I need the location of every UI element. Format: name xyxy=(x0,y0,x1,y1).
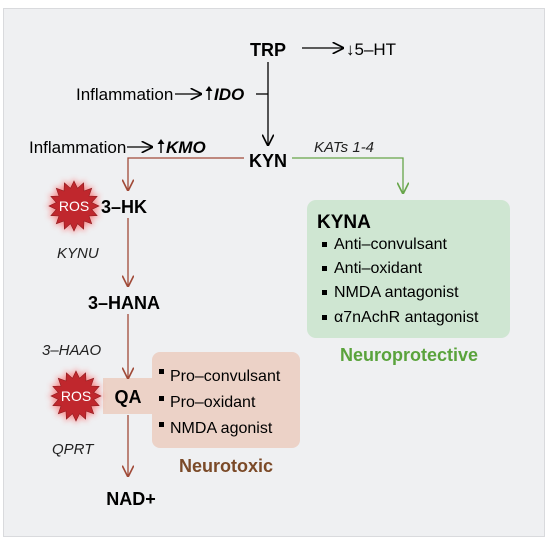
qa-highlight xyxy=(103,378,155,414)
arrow-kyn-to-3hk xyxy=(128,157,244,190)
node-3hana: 3–HANA xyxy=(88,293,160,313)
kmo-increase-icon xyxy=(157,139,165,153)
qa-effect-item: Pro–convulsant xyxy=(170,368,281,385)
qa-effect-item: Pro–oxidant xyxy=(170,394,256,411)
bullet xyxy=(322,266,327,271)
kyna-effect-item: NMDA antagonist xyxy=(334,284,459,301)
kyna-effects-box xyxy=(307,200,510,338)
ido-label: IDO xyxy=(214,85,244,104)
qa-effects-box xyxy=(152,352,300,448)
enzyme-kynu: KYNU xyxy=(57,245,99,262)
enzyme-qprt: QPRT xyxy=(52,441,95,458)
ros-label: ROS xyxy=(59,198,89,214)
node-qa: QA xyxy=(115,387,142,407)
bullet xyxy=(159,369,164,374)
ido-inflammation-label: Inflammation xyxy=(76,85,173,104)
bullet xyxy=(159,422,164,427)
ros-label: ROS xyxy=(61,388,91,404)
kmo-inflammation-label: Inflammation xyxy=(29,138,126,157)
bullet xyxy=(159,396,164,401)
kmo-label: KMO xyxy=(166,138,206,157)
qa-effect-item: NMDA agonist xyxy=(170,420,273,437)
kyna-effects-list: Anti–convulsant Anti–oxidant NMDA antago… xyxy=(322,236,479,326)
ido-increase-icon xyxy=(205,86,213,100)
kyna-effect-item: Anti–convulsant xyxy=(334,236,448,253)
kyna-effect-item: Anti–oxidant xyxy=(334,260,423,277)
neurotoxic-label: Neurotoxic xyxy=(179,456,273,476)
bullet xyxy=(322,315,327,320)
node-nad: NAD+ xyxy=(106,489,156,509)
neuroprotective-label: Neuroprotective xyxy=(340,345,478,365)
kyna-effect-item: α7nAchR antagonist xyxy=(334,309,479,326)
bullet xyxy=(322,290,327,295)
enzyme-3haao: 3–HAAO xyxy=(42,342,102,359)
node-3hk: 3–HK xyxy=(101,197,147,217)
bullet xyxy=(322,242,327,247)
kyna-title: KYNA xyxy=(317,212,371,233)
enzyme-kats: KATs 1-4 xyxy=(314,139,374,156)
node-trp: TRP xyxy=(250,40,286,60)
node-kyn: KYN xyxy=(249,151,287,171)
node-5ht: ↓5–HT xyxy=(346,40,396,59)
ros-starburst-3hk: ROS xyxy=(46,178,102,234)
qa-effects-list: Pro–convulsant Pro–oxidant NMDA agonist xyxy=(159,368,281,437)
arrow-kyn-to-kyna xyxy=(292,157,403,193)
ros-starburst-qa: ROS xyxy=(48,368,104,424)
